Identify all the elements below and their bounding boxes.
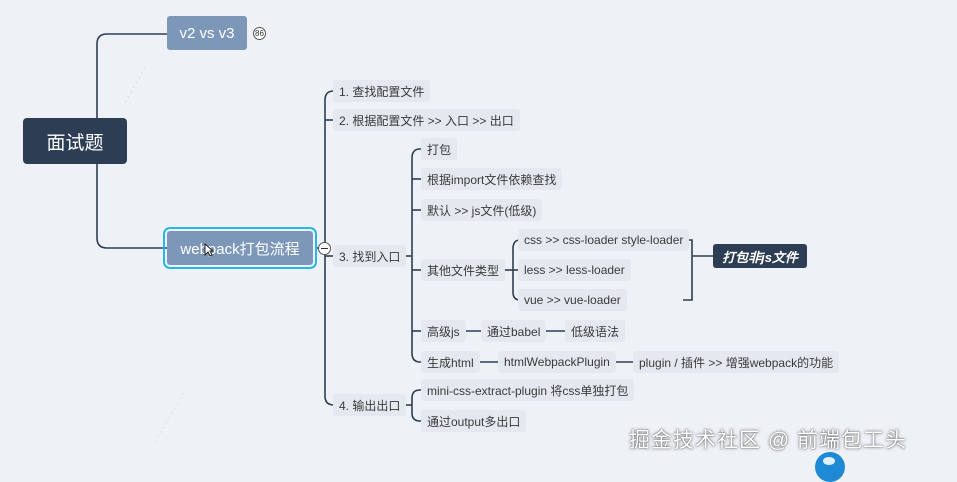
topic-low-syntax[interactable]: 低级语法 — [565, 320, 626, 342]
topic-import-lookup[interactable]: 根据import文件依赖查找 — [421, 168, 563, 190]
collapse-icon[interactable] — [318, 242, 331, 255]
topic-less-loader[interactable]: less >> less-loader — [518, 259, 631, 281]
avatar-icon — [815, 452, 845, 482]
collapsed-count-badge[interactable]: 86 — [253, 27, 266, 40]
topic-html-webpack-plugin[interactable]: htmlWebpackPlugin — [498, 351, 616, 373]
topic-mini-css-extract[interactable]: mini-css-extract-plugin 将css单独打包 — [421, 379, 635, 401]
topic-gen-html[interactable]: 生成html — [421, 351, 480, 373]
summary-pack-non-js[interactable]: 打包非js文件 — [713, 244, 807, 268]
topic-default-js[interactable]: 默认 >> js文件(低级) — [421, 199, 543, 221]
topic-css-loader[interactable]: css >> css-loader style-loader — [518, 229, 690, 251]
site-watermark: 掘金技术社区 @ 前端包工头 — [629, 429, 907, 452]
topic-find-config[interactable]: 1. 查找配置文件 — [333, 80, 431, 102]
topic-entry-exit[interactable]: 2. 根据配置文件 >> 入口 >> 出口 — [333, 109, 520, 131]
topic-via-babel[interactable]: 通过babel — [481, 320, 547, 342]
cursor-icon — [204, 243, 214, 257]
topic-other-types[interactable]: 其他文件类型 — [421, 259, 506, 281]
topic-advanced-js[interactable]: 高级js — [421, 320, 466, 342]
topic-find-entry[interactable]: 3. 找到入口 — [333, 245, 407, 267]
branch-v2-vs-v3[interactable]: v2 vs v3 — [167, 16, 247, 50]
topic-plugin-desc[interactable]: plugin / 插件 >> 增强webpack的功能 — [633, 351, 840, 373]
branch-webpack-flow[interactable]: webpack打包流程 — [163, 227, 317, 269]
root-topic[interactable]: 面试题 — [23, 118, 127, 164]
topic-vue-loader[interactable]: vue >> vue-loader — [518, 289, 627, 311]
topic-multi-output[interactable]: 通过output多出口 — [421, 410, 527, 432]
topic-pack[interactable]: 打包 — [421, 138, 458, 160]
topic-output[interactable]: 4. 输出出口 — [333, 394, 407, 416]
